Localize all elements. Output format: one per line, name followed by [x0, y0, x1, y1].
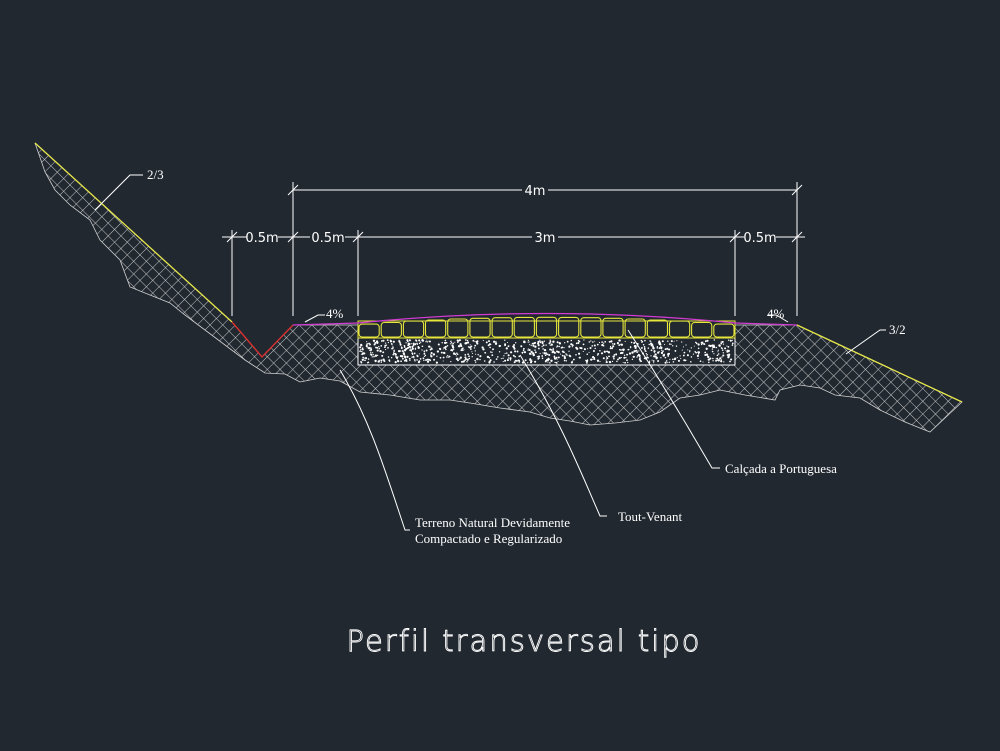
subgrade-label-line1: Terreno Natural Devidamente — [415, 515, 570, 530]
right-slope-line — [796, 324, 963, 403]
right-slope-ratio: 3/2 — [889, 322, 906, 337]
dim-carriageway: 3m — [535, 231, 556, 246]
dim-right-shoulder: 0.5m — [743, 231, 776, 246]
slope-leaders — [94, 174, 886, 355]
calcada-layer — [357, 316, 736, 339]
tout-venant-layer — [357, 337, 736, 366]
left-slope-ratio: 2/3 — [147, 167, 164, 182]
subbase-label: Tout-Venant — [618, 509, 682, 524]
right-crossfall-line — [734, 322, 798, 326]
crown-line — [357, 312, 736, 324]
left-crossfall-label: 4% — [326, 306, 344, 321]
dim-left-shoulder: 0.5m — [311, 231, 344, 246]
material-leaders — [339, 329, 720, 531]
subgrade-label-line2: Compactado e Regularizado — [415, 531, 562, 546]
dim-total-width: 4m — [525, 184, 546, 199]
right-crossfall-label: 4% — [767, 306, 785, 321]
ditch-line — [231, 321, 294, 359]
ground-hatch — [34, 142, 963, 433]
drawing-title: Perfil transversal tipo — [347, 624, 702, 658]
pavement-label: Calçada a Portuguesa — [725, 461, 837, 476]
dimension-lines — [222, 182, 805, 316]
left-slope-line — [34, 142, 233, 323]
dim-ditch-width: 0.5m — [245, 231, 278, 246]
left-crossfall-line — [292, 322, 359, 326]
